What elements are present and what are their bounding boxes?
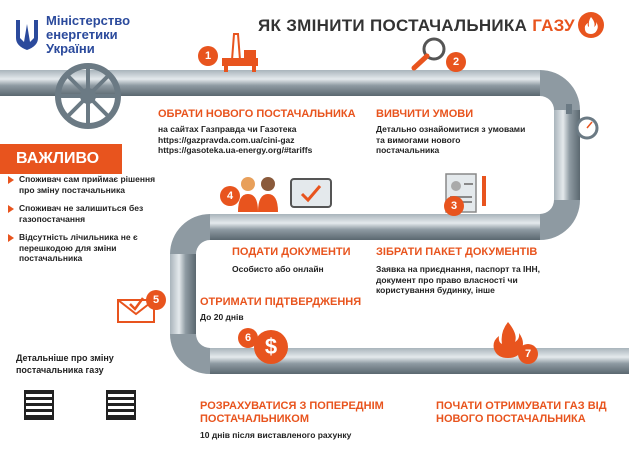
coin-icon: $ [254,330,288,364]
step-3-body: Заявка на приєднання, паспорт та ІНН, до… [376,264,541,295]
step-1-link-gazpravda[interactable]: https://gazpravda.com.ua/cini-gaz [158,134,295,145]
ministry-line2: енергетики [46,27,118,42]
trident-icon [16,20,38,50]
people-icon [236,174,280,214]
step-6-title: РОЗРАХУВАТИСЯ З ПОПЕРЕДНІМ ПОСТАЧАЛЬНИКО… [200,400,384,425]
page-title: ЯК ЗМІНИТИ ПОСТАЧАЛЬНИКА ГАЗУ [258,16,575,36]
step-5-title: ОТРИМАТИ ПІДТВЕРДЖЕННЯ [200,296,362,308]
more-info-text: Детальніше про зміну постачальника газу [16,353,114,375]
magnifier-icon [410,36,450,72]
step-6-badge: 6 [238,328,258,348]
title-accent: ГАЗУ [532,16,575,35]
rig-icon [218,32,262,72]
step-1-link-gasoteka[interactable]: https://gasoteka.ua-energy.org/#tariffs [158,145,313,155]
important-list: Споживач сам приймає рішення про зміну п… [8,174,158,272]
step-3-badge: 3 [444,196,464,216]
step-4-title: ПОДАТИ ДОКУМЕНТИ [232,246,351,258]
flame-icon [488,320,528,360]
ministry-name: Міністерство енергетики України [46,14,130,56]
important-item: Споживач сам приймає рішення про зміну п… [8,174,158,195]
flame-badge-icon [578,12,604,38]
step-1-badge: 1 [198,46,218,66]
step-1-body: на сайтах Газправда чи Газотека https://… [158,124,368,156]
step-5-badge: 5 [146,290,166,310]
ministry-line1: Міністерство [46,13,131,28]
step-6-body: 10 днів після виставленого рахунку [200,430,352,440]
step-1-text: на сайтах Газправда чи Газотека [158,124,297,134]
ministry-logo [14,16,40,52]
step-4-body: Особисто або онлайн [232,264,324,274]
ministry-line3: України [46,41,95,56]
tablet-icon [288,176,334,212]
step-2-body: Детально ознайомитися з умовами та вимог… [376,124,526,155]
qr-code-gasoteka[interactable] [106,390,136,420]
step-3-title: ЗІБРАТИ ПАКЕТ ДОКУМЕНТІВ [376,246,538,258]
step-7-badge: 7 [518,344,538,364]
step-2-badge: 2 [446,52,466,72]
envelope-icon [116,292,156,324]
important-label: ВАЖЛИВО [0,144,122,174]
qr-code-gazpravda[interactable] [24,390,54,420]
important-item: Відсутність лічильника не є перешкодою д… [8,232,158,264]
step-4-badge: 4 [220,186,240,206]
important-item: Споживач не залишиться без газопостачанн… [8,203,158,224]
step-7-title: ПОЧАТИ ОТРИМУВАТИ ГАЗ ВІД НОВОГО ПОСТАЧА… [436,400,607,425]
title-main: ЯК ЗМІНИТИ ПОСТАЧАЛЬНИКА [258,16,533,35]
step-1-title: ОБРАТИ НОВОГО ПОСТАЧАЛЬНИКА [158,108,356,120]
step-5-body: До 20 днів [200,312,244,322]
step-2-title: ВИВЧИТИ УМОВИ [376,108,474,120]
